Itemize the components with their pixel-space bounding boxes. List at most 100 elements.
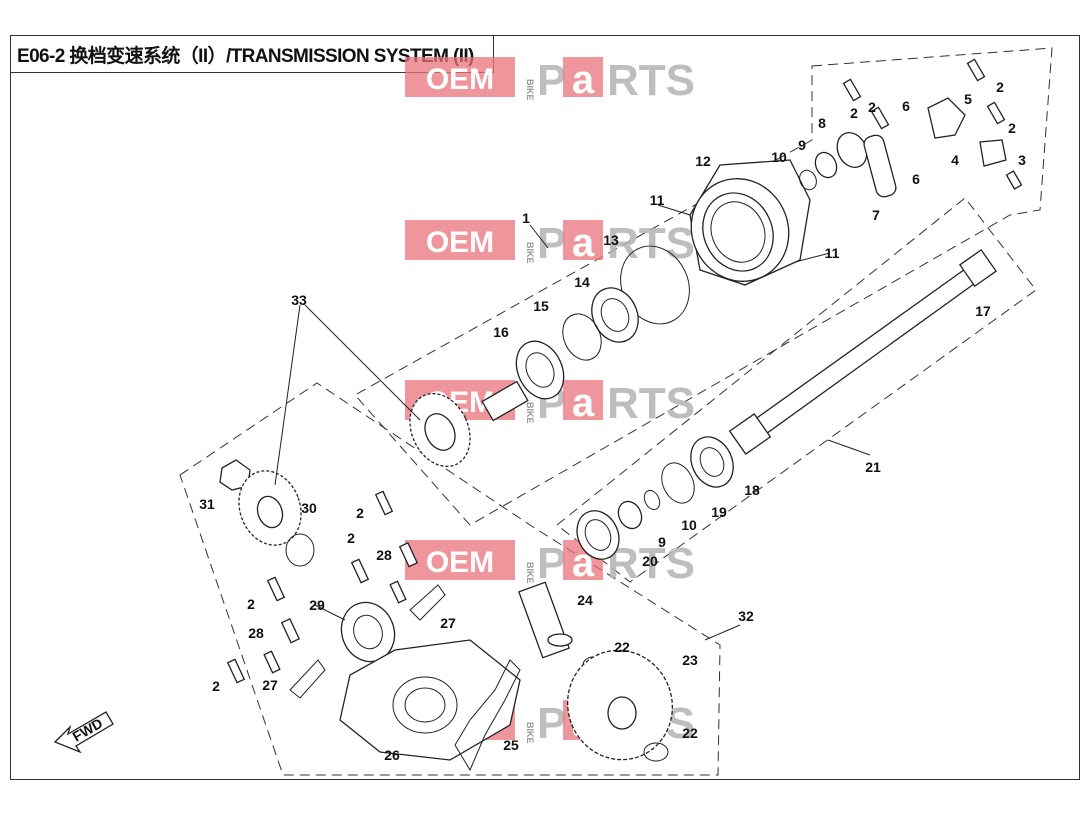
- pin-part: [263, 650, 281, 674]
- group-outline-1: [354, 47, 1053, 526]
- bolt-part: [842, 78, 862, 102]
- callout-label: 17: [975, 303, 991, 319]
- bevel-gear-33b-part: [238, 470, 302, 546]
- bearing-18-part: [690, 436, 734, 488]
- callout-label: 25: [503, 737, 519, 753]
- bolt-part: [986, 101, 1006, 125]
- callout-label: 9: [798, 137, 806, 153]
- callout-label: 29: [309, 597, 325, 613]
- lever-4-part: [979, 139, 1007, 167]
- svg-text:OEM: OEM: [426, 546, 494, 579]
- oil-seal-20-part: [576, 510, 620, 560]
- svg-text:OEM: OEM: [426, 226, 494, 259]
- callout-label: 27: [440, 615, 456, 631]
- group-outline-21: [556, 197, 1037, 583]
- bevel-gear-33-part: [409, 380, 529, 468]
- collar-9b-part: [617, 500, 643, 530]
- callout-label: 2: [850, 105, 858, 121]
- svg-text:BIKE: BIKE: [525, 402, 535, 424]
- svg-text:RTS: RTS: [607, 539, 695, 588]
- svg-text:a: a: [572, 221, 595, 265]
- o-ring-10b-part: [643, 489, 661, 511]
- pinion-24-part: [518, 581, 573, 659]
- callout-label: 21: [865, 459, 881, 475]
- callout-labels: 1 2 2 2 2 3 4 5 6 6 7 8 9 10 11 11 12 13…: [199, 79, 1026, 763]
- callout-label: 7: [872, 207, 880, 223]
- leader-lines: [274, 204, 871, 641]
- callout-label: 12: [695, 153, 711, 169]
- svg-text:BIKE: BIKE: [525, 242, 535, 264]
- collar-9-part: [814, 151, 838, 179]
- callout-label: 2: [347, 530, 355, 546]
- svg-text:BIKE: BIKE: [525, 79, 535, 101]
- bolt-part: [1005, 170, 1023, 190]
- svg-text:OEM: OEM: [426, 63, 494, 96]
- callout-label: 11: [825, 245, 840, 261]
- callout-label: 32: [738, 608, 754, 624]
- svg-text:P: P: [537, 539, 566, 588]
- gasket-25-part: [454, 659, 521, 772]
- callout-label: 2: [212, 678, 220, 694]
- bolt-part: [350, 558, 370, 584]
- bearing-14-part: [591, 287, 639, 343]
- svg-text:RTS: RTS: [607, 379, 695, 428]
- callout-label: 1: [522, 210, 530, 226]
- ring-gear-23-part: [566, 649, 674, 761]
- callout-label: 24: [577, 592, 593, 608]
- callout-label: 15: [533, 298, 549, 314]
- callout-label: 22: [614, 639, 630, 655]
- callout-label: 2: [356, 505, 364, 521]
- callout-label: 27: [262, 677, 278, 693]
- watermark-1: OEM BIKE P a RTS: [405, 56, 695, 105]
- callout-label: 6: [902, 98, 910, 114]
- watermark-4: OEM BIKE P a RTS: [405, 539, 695, 588]
- housing-part: [689, 159, 811, 286]
- callout-label: 16: [493, 324, 509, 340]
- svg-text:a: a: [572, 58, 595, 102]
- callout-label: 14: [574, 274, 590, 290]
- bolt-part: [966, 58, 986, 82]
- bolt-part: [374, 490, 394, 516]
- shim-30-part: [285, 533, 315, 567]
- spring-28b-part: [280, 618, 301, 644]
- svg-text:BIKE: BIKE: [525, 562, 535, 584]
- bearing-16-part: [515, 340, 565, 400]
- callout-label: 31: [199, 496, 215, 512]
- callout-label: 28: [248, 625, 264, 641]
- callout-label: 20: [642, 553, 658, 569]
- plate-7-part: [863, 134, 897, 198]
- callout-label: 13: [603, 232, 619, 248]
- callout-label: 11: [650, 192, 665, 208]
- callout-label: 23: [682, 652, 698, 668]
- callout-label: 2: [868, 99, 876, 115]
- drive-shaft-17-part: [728, 248, 998, 455]
- callout-label: 2: [996, 79, 1004, 95]
- snap-ring-22b-part: [643, 742, 669, 762]
- watermark-2: OEM BIKE P a RTS: [405, 219, 695, 268]
- svg-text:BIKE: BIKE: [525, 722, 535, 744]
- callout-label: 5: [964, 91, 972, 107]
- svg-text:RTS: RTS: [607, 56, 695, 105]
- bolt-part: [226, 658, 246, 684]
- pin-part: [389, 580, 407, 604]
- callout-label: 2: [247, 596, 255, 612]
- callout-label: 33: [291, 292, 307, 308]
- callout-label: 26: [384, 747, 400, 763]
- callout-label: 18: [744, 482, 760, 498]
- group-outline-32: [179, 382, 721, 776]
- callout-label: 28: [376, 547, 392, 563]
- bracket-5-part: [927, 97, 966, 139]
- clip-27-part: [409, 584, 446, 621]
- snap-ring-19-part: [661, 462, 695, 504]
- callout-label: 30: [301, 500, 317, 516]
- o-ring-10-part: [799, 169, 817, 191]
- bolt-part: [266, 576, 286, 602]
- snap-ring-part: [562, 313, 602, 361]
- callout-label: 6: [912, 171, 920, 187]
- page-title: E06-2 换档变速系统（II）/TRANSMISSION SYSTEM (II…: [17, 45, 474, 67]
- callout-label: 2: [1008, 120, 1016, 136]
- diagram-frame: [10, 35, 1080, 780]
- fwd-arrow-icon: FWD: [53, 711, 114, 754]
- callout-label: 8: [818, 115, 826, 131]
